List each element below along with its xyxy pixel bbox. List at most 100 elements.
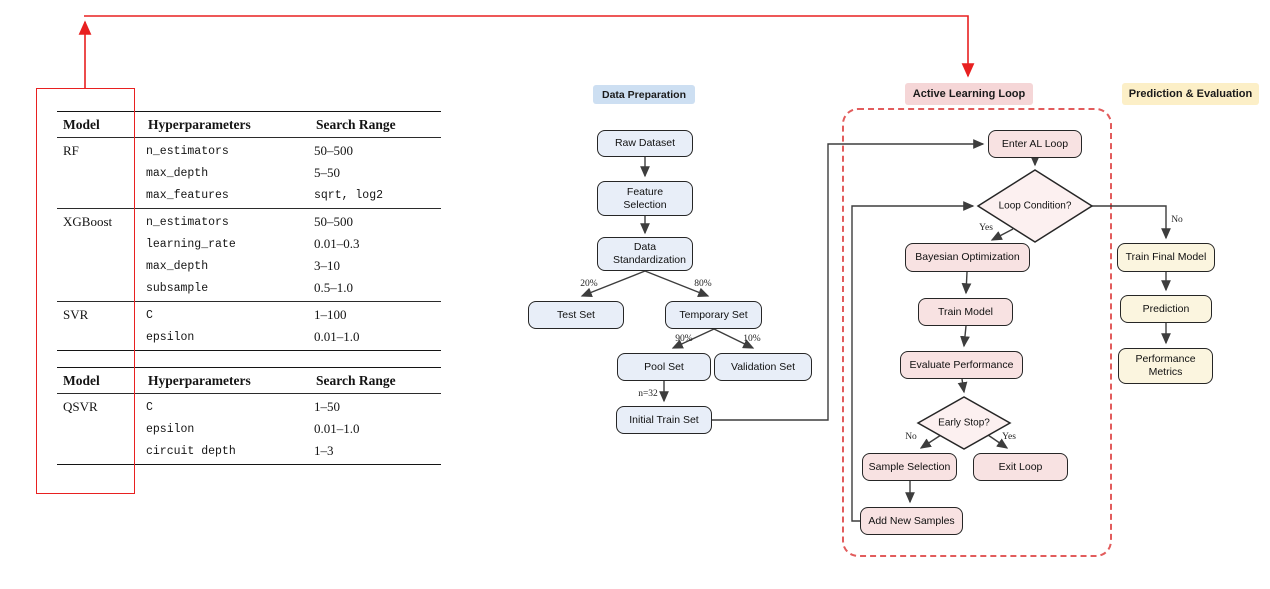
node-prediction: Prediction — [1120, 295, 1212, 323]
hyperparameter-cell: max_depth — [146, 259, 209, 273]
edge-label-validation-split: 10% — [743, 334, 761, 344]
edge-train-to-evaluate — [960, 325, 970, 348]
hyperparameter-cell: epsilon — [146, 330, 195, 344]
node-loop-condition: Loop Condition? — [998, 200, 1072, 212]
model-cell: QSVR — [57, 393, 142, 418]
table-row: epsilon 0.01–1.0 — [57, 418, 441, 440]
model-cell: RF — [57, 137, 142, 162]
table-row: learning_rate 0.01–0.3 — [57, 233, 441, 255]
hyperparameter-cell: learning_rate — [146, 237, 236, 251]
section-badge-data-preparation: Data Preparation — [593, 85, 695, 104]
section-badge-prediction-evaluation: Prediction & Evaluation — [1122, 83, 1259, 105]
model-cell: SVR — [57, 301, 142, 326]
node-early-stop: Early Stop? — [938, 417, 990, 429]
model-cell: XGBoost — [57, 208, 142, 233]
edge-label-test-split: 20% — [580, 279, 598, 289]
node-performance-metrics: Performance Metrics — [1118, 348, 1213, 384]
node-enter-al-loop: Enter AL Loop — [988, 130, 1082, 158]
range-cell: 0.5–1.0 — [314, 280, 353, 295]
node-test-set: Test Set — [528, 301, 624, 329]
edge-temporary-to-validation — [713, 328, 755, 349]
table-row: SVR C 1–100 — [57, 301, 441, 326]
range-cell: 50–500 — [310, 208, 441, 233]
node-data-standardization: Data Standardization — [597, 237, 693, 271]
edge-earlystop-yes — [987, 434, 1009, 449]
edge-add-to-condition — [851, 201, 975, 522]
hyperparameter-cell: C — [142, 393, 310, 418]
hyperparameter-cell: C — [142, 301, 310, 326]
edge-label-early-no: No — [905, 432, 917, 442]
node-pool-set: Pool Set — [617, 353, 711, 381]
edge-label-pool-split: 90% — [675, 334, 693, 344]
edge-standardization-to-temporary — [644, 270, 710, 297]
edge-condition-no — [1092, 205, 1171, 240]
edge-earlystop-no — [919, 434, 942, 449]
edge-bayesian-to-train — [961, 271, 972, 295]
col-header-model: Model — [57, 111, 142, 138]
edge-label-early-yes: Yes — [1002, 432, 1016, 442]
table-row: subsample 0.5–1.0 — [57, 277, 441, 302]
node-temporary-set: Temporary Set — [665, 301, 762, 329]
col-header-search-range: Search Range — [310, 367, 441, 394]
hyperparameter-cell: circuit depth — [146, 444, 236, 458]
range-cell: 3–10 — [314, 258, 340, 273]
red-link-to-al-loop — [84, 15, 975, 78]
table-row: max_depth 5–50 — [57, 162, 441, 184]
range-cell: 1–50 — [310, 393, 441, 418]
node-train-final-model: Train Final Model — [1117, 243, 1215, 272]
edge-evaluate-to-earlystop — [957, 378, 968, 394]
col-header-model: Model — [57, 367, 142, 394]
table-row: XGBoost n_estimators 50–500 — [57, 208, 441, 233]
red-connectors — [78, 15, 975, 88]
hyperparameter-cell: max_depth — [146, 166, 209, 180]
section-badge-active-learning-loop: Active Learning Loop — [905, 83, 1033, 105]
node-initial-train-set: Initial Train Set — [616, 406, 712, 434]
range-cell: 1–100 — [310, 301, 441, 326]
node-exit-loop: Exit Loop — [973, 453, 1068, 481]
col-header-hyperparameters: Hyperparameters — [142, 111, 310, 138]
table-row: circuit depth 1–3 — [57, 440, 441, 465]
table-row: RF n_estimators 50–500 — [57, 137, 441, 162]
edge-label-temporary-split: 80% — [694, 279, 712, 289]
hyperparameter-table-quantum: Model Hyperparameters Search Range QSVR … — [57, 367, 441, 465]
edge-label-loop-yes: Yes — [979, 223, 993, 233]
hyperparameter-cell: n_estimators — [142, 208, 310, 233]
range-cell: 1–3 — [314, 443, 334, 458]
hyperparameter-cell: n_estimators — [142, 137, 310, 162]
edge-label-loop-no: No — [1171, 215, 1183, 225]
hyperparameter-table-classical: Model Hyperparameters Search Range RF n_… — [57, 111, 441, 351]
node-evaluate-performance: Evaluate Performance — [900, 351, 1023, 379]
col-header-hyperparameters: Hyperparameters — [142, 367, 310, 394]
col-header-search-range: Search Range — [310, 111, 441, 138]
edge-initial-to-enter-loop — [712, 139, 985, 421]
table-header-row: Model Hyperparameters Search Range — [57, 111, 441, 138]
active-learning-loop-container — [842, 108, 1112, 557]
table-row: max_depth 3–10 — [57, 255, 441, 277]
range-cell: 0.01–1.0 — [314, 421, 360, 436]
table-row: epsilon 0.01–1.0 — [57, 326, 441, 351]
range-cell: 0.01–0.3 — [314, 236, 360, 251]
edge-label-initial-batch: n=32 — [638, 389, 658, 399]
node-sample-selection: Sample Selection — [862, 453, 957, 481]
range-cell: 0.01–1.0 — [314, 329, 360, 344]
range-cell: sqrt, log2 — [314, 188, 384, 202]
edge-standardization-to-test — [580, 270, 646, 297]
node-raw-dataset: Raw Dataset — [597, 130, 693, 157]
node-feature-selection: Feature Selection — [597, 181, 693, 216]
node-validation-set: Validation Set — [714, 353, 812, 381]
table-row: QSVR C 1–50 — [57, 393, 441, 418]
node-add-new-samples: Add New Samples — [860, 507, 963, 535]
hyperparameter-cell: epsilon — [146, 422, 195, 436]
edge-temporary-to-pool — [671, 328, 715, 349]
loop-condition-diamond — [976, 169, 1094, 243]
edge-condition-yes — [990, 228, 1014, 241]
range-cell: 5–50 — [314, 165, 340, 180]
hyperparameter-cell: subsample — [146, 281, 209, 295]
gray-connectors — [580, 139, 1171, 522]
table-row: max_features sqrt, log2 — [57, 184, 441, 209]
range-cell: 50–500 — [310, 137, 441, 162]
node-train-model: Train Model — [918, 298, 1013, 326]
hyperparameter-cell: max_features — [146, 188, 229, 202]
